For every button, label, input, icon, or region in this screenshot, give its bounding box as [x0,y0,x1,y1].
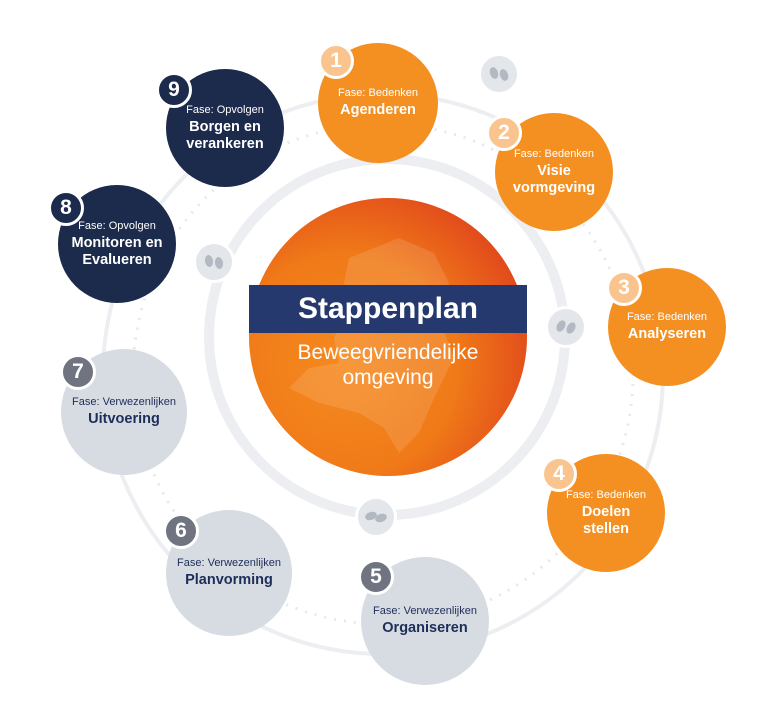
step-title: Analyseren [627,326,707,342]
step-number: 1 [318,43,354,79]
step-title: Borgen en [189,118,261,135]
subtitle-line: omgeving [342,366,434,389]
step-number: 9 [156,72,192,108]
center-subtitle: Beweegvriendelijke omgeving [249,340,527,390]
step-phase: Fase: Bedenken [565,488,647,501]
step-phase: Fase: Verwezenlijken [373,605,477,617]
step-3: Fase: Bedenken Analyseren [608,268,726,386]
step-number: 4 [541,456,577,492]
step-title: Agenderen [340,102,416,118]
step-number: 5 [358,559,394,595]
center-title: Stappenplan [297,292,478,325]
step-9: Fase: Opvolgen Borgen en verankeren [166,69,284,187]
step-5: Fase: Verwezenlijken Organiseren [361,557,489,685]
footprints-icon [478,53,520,95]
step-number: 3 [606,270,642,306]
step-phase: Fase: Bedenken [626,311,708,323]
step-number: 2 [486,115,522,151]
step-title: Organiseren [382,620,468,636]
subtitle-line: Beweegvriendelijke [297,341,479,364]
title-banner: Stappenplan [249,285,527,333]
step-title: Doelen stellen [581,503,631,537]
step-title: Evalueren [82,251,152,268]
center-circle [249,198,527,476]
step-number: 8 [48,190,84,226]
step-title: Visie [537,162,571,179]
step-title: Monitoren en [71,234,163,251]
step-phase: Fase: Bedenken [337,87,419,99]
step-phase: Fase: Opvolgen [78,219,156,232]
netherlands-map-icon [289,238,454,453]
step-phase: Fase: Verwezenlijken [72,396,176,408]
step-phase: Fase: Verwezenlijken [177,557,281,569]
step-phase: Fase: Opvolgen [186,103,264,116]
step-number: 6 [163,513,199,549]
step-title: verankeren [186,135,264,152]
step-number: 7 [60,354,96,390]
step-6: Fase: Verwezenlijken Planvorming [166,510,292,636]
footprints-icon [545,306,587,348]
step-phase: Fase: Bedenken [513,147,595,160]
step-title: Planvorming [185,572,273,588]
footprints-icon [193,241,235,283]
step-title: vormgeving [512,179,596,196]
footprints-icon [355,496,397,538]
step-title: Uitvoering [88,411,160,427]
